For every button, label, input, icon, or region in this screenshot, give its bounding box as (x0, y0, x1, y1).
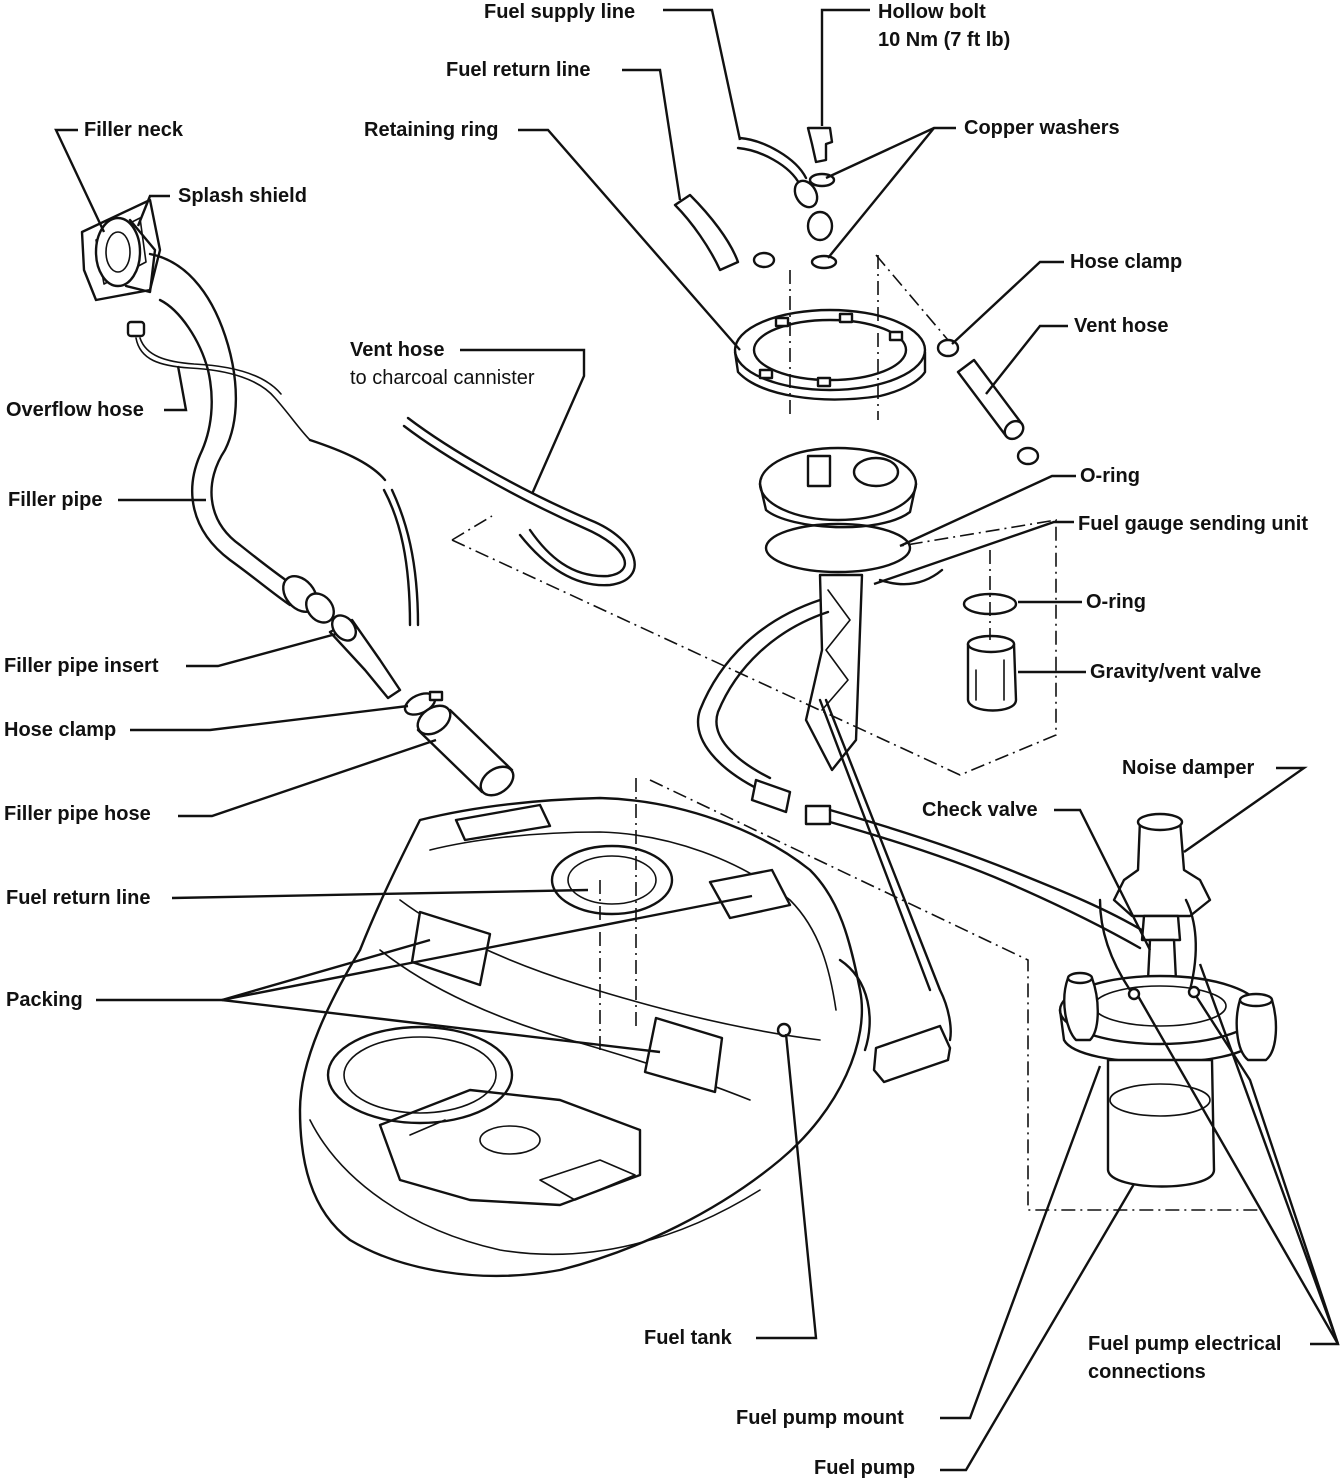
filler-pipe-hose (416, 704, 515, 797)
label-hollow-bolt: Hollow bolt (878, 1, 986, 23)
copper-washers (806, 172, 838, 270)
label-packing: Packing (6, 989, 83, 1011)
label-fuel-pump-electrical-1: Fuel pump electrical (1088, 1333, 1282, 1355)
label-filler-pipe-hose: Filler pipe hose (4, 803, 151, 825)
leader-lines (54, 8, 1340, 1472)
filler-neck (94, 216, 157, 294)
label-hose-clamp-right: Hose clamp (1070, 251, 1183, 273)
label-hollow-bolt-torque: 10 Nm (7 ft lb) (878, 29, 1011, 51)
label-filler-pipe: Filler pipe (8, 489, 103, 511)
label-vent-hose-left-sub: to charcoal cannister (350, 367, 535, 389)
fuel-supply-hose (736, 136, 819, 209)
label-fuel-pump: Fuel pump (814, 1457, 916, 1479)
label-copper-washers: Copper washers (964, 117, 1120, 139)
overflow-hose (126, 320, 420, 627)
packing-pads (410, 803, 792, 1094)
label-check-valve: Check valve (922, 799, 1038, 821)
label-splash-shield: Splash shield (178, 185, 307, 207)
assembly-guides (451, 254, 1260, 1211)
gravity-vent-valve (966, 634, 1018, 712)
label-hose-clamp-left: Hose clamp (4, 719, 117, 741)
filler-pipe-insert (328, 614, 402, 700)
label-fuel-supply-line: Fuel supply line (484, 1, 636, 23)
filler-pipe (148, 252, 335, 624)
fuel-pump (1106, 1058, 1216, 1188)
label-fuel-return-line-top: Fuel return line (446, 59, 591, 81)
label-fuel-gauge-sending-unit: Fuel gauge sending unit (1078, 513, 1308, 535)
label-filler-neck: Filler neck (84, 119, 183, 141)
label-fuel-pump-mount: Fuel pump mount (736, 1407, 904, 1429)
label-vent-hose-right: Vent hose (1074, 315, 1169, 337)
hollow-bolt (806, 126, 834, 164)
label-overflow-hose: Overflow hose (6, 399, 144, 421)
vent-hose-right (956, 358, 1025, 441)
retaining-ring (733, 308, 927, 401)
label-o-ring-bottom: O-ring (1086, 591, 1146, 613)
fuel-return-hose (673, 193, 740, 272)
noise-damper (1112, 812, 1212, 942)
label-noise-damper: Noise damper (1122, 757, 1255, 779)
fuel-pump-connections (1098, 898, 1201, 1001)
label-filler-pipe-insert: Filler pipe insert (4, 655, 159, 677)
label-gravity-vent-valve: Gravity/vent valve (1090, 661, 1262, 683)
hose-clamp-top (752, 251, 776, 269)
label-fuel-tank: Fuel tank (644, 1327, 732, 1349)
vent-hose-charcoal (402, 416, 636, 587)
fuel-gauge-sending-unit (697, 446, 952, 1084)
label-retaining-ring: Retaining ring (364, 119, 499, 141)
label-fuel-return-line-left: Fuel return line (6, 887, 151, 909)
fuel-tank (298, 796, 871, 1278)
check-valve (1146, 938, 1178, 982)
label-o-ring-top: O-ring (1080, 465, 1140, 487)
label-vent-hose-left: Vent hose (350, 339, 445, 361)
label-fuel-pump-electrical-2: connections (1088, 1361, 1206, 1383)
fuel-lines-lower (804, 804, 1152, 950)
